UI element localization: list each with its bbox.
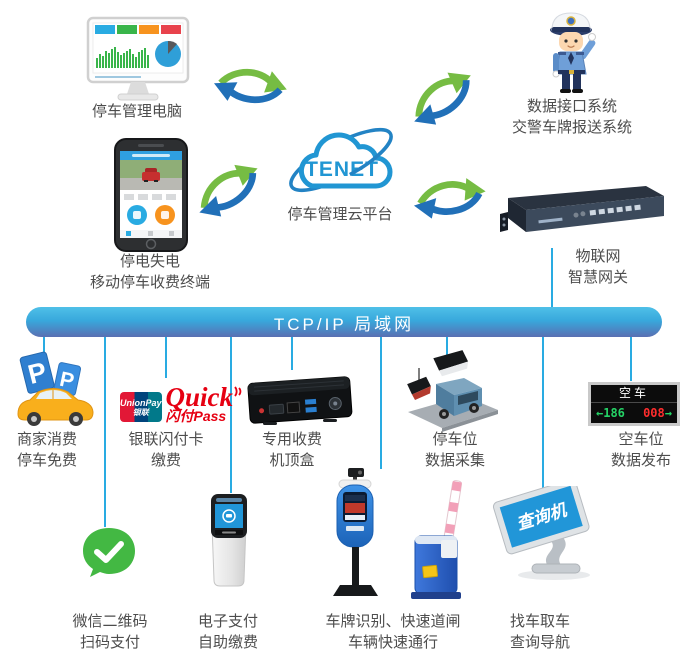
unionpay-quickpass-icon: UnionPay 银联 Quick 闪付Pass [120,376,242,426]
ultrasonic-sensor-top [433,350,469,377]
connector-merchant [43,337,45,353]
traffic-police-icon [550,12,596,93]
lpr-camera-head [348,468,364,477]
lpr-camera-icon [333,468,378,596]
tcpip-lan-banner-text: TCP/IP 局域网 [273,314,415,334]
connector-settop-box [291,337,293,370]
gateway-ports [538,204,641,224]
svg-text:P: P [58,368,76,393]
cloud-shape [298,132,393,189]
quickpass-wordmark: Quick [166,384,245,411]
sensor-label: 停车位数据采集 [424,431,485,469]
connector-wechat [104,337,106,527]
monitor-stand [127,82,149,94]
gateway-label: 物联网 智慧网关 [567,248,628,286]
epay-kiosk-label: 电子支付自助缴费 [197,613,258,651]
police-badge [566,16,576,26]
tcpip-lan-banner: TCP/IP 局域网 [26,307,662,337]
pc-label: 停车管理电脑 [91,103,182,120]
query-kiosk-screen [499,486,583,548]
barrier-arm [442,480,463,547]
unionpay-label: 银联闪付卡缴费 [128,431,204,469]
connector-sensor [446,337,448,359]
led-right-count: 008 [643,406,665,420]
parking-pc-icon [86,16,190,101]
connector-query-kiosk [542,337,544,501]
led-sign-title: 空车 [591,385,677,403]
tenet-logo-text: TENET [305,158,379,181]
led-left-count: ←186 [596,406,625,420]
settop-box-label: 专用收费机顶盒 [261,431,322,469]
connector-gateway [551,248,553,307]
sync-arrows-mobile-cloud-icon [199,164,258,217]
connector-led-sign [630,337,632,381]
ultrasonic-sensor-left [407,376,431,401]
wechat-label: 微信二维码扫码支付 [72,613,148,651]
mobile-terminal-icon [114,138,188,252]
p-sign-small: P [53,362,82,396]
sync-arrows-cloud-police-icon [414,72,471,125]
led-right-arrow-icon: → [664,406,672,420]
connector-unionpay [165,337,167,378]
sync-arrows-cloud-gateway-icon [413,178,486,219]
cloud-platform-label: 停车管理云平台 [287,206,393,223]
wechat-pay-icon [83,528,135,577]
connector-epay-kiosk [230,337,232,493]
parking-sensor-icon [407,350,498,432]
sync-arrows-pc-cloud-icon [213,68,287,104]
dashboard-bar-chart [96,47,149,68]
mobile-label: 停电失电 移动停车收费终端 [89,253,210,291]
query-kiosk-icon: 查询机 [492,486,590,580]
led-sign-label: 空车位数据发布 [610,431,671,469]
connector-lpr [380,337,382,469]
barrier-gate-icon [411,480,463,599]
police-label: 数据接口系统 交警车牌报送系统 [511,98,632,136]
tenet-cloud-logo: TENET [289,127,393,193]
checkmark-icon [94,541,124,563]
wireless-waves-icon [234,386,242,397]
kiosk-stand [546,536,566,566]
query-kiosk-label: 找车取车查询导航 [509,613,570,651]
epay-kiosk-icon [211,494,247,587]
merchant-parking-icon: P P [17,351,94,426]
unionpay-card: UnionPay 银联 [120,392,162,422]
led-sign-icon: 空车 ←186 008→ [588,382,680,426]
iot-gateway-icon [500,186,664,232]
settop-box-icon [247,376,353,425]
merchant-label: 商家消费停车免费 [16,431,77,469]
lpr-label: 车牌识别、快速道闸车辆快速通行 [325,613,461,651]
p-sign-large: P [19,351,55,394]
